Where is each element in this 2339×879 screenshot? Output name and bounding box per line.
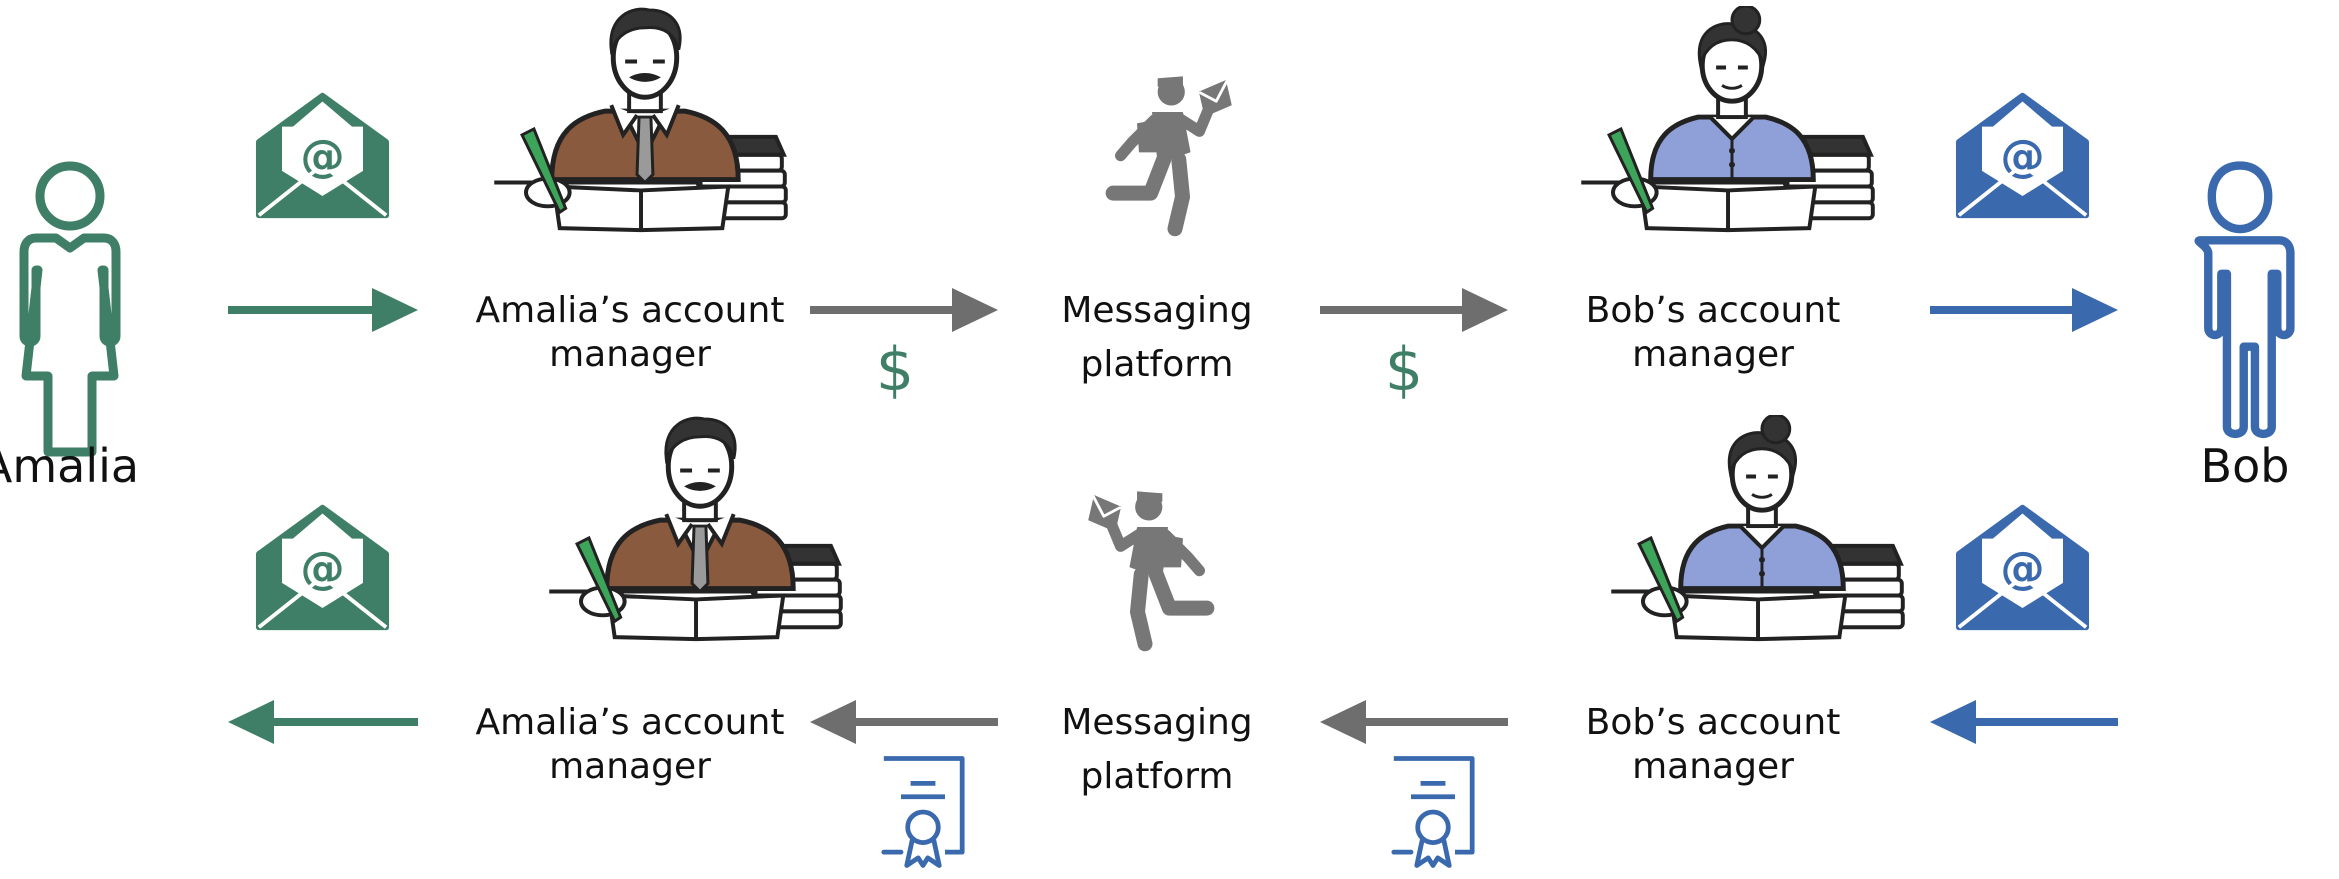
bottom-platform-label-line2: platform	[1081, 756, 1234, 797]
top-left-manager-label-line2: manager	[549, 334, 711, 375]
email-icon-top-left	[259, 96, 386, 216]
bottom-left-manager-label-line2: manager	[549, 746, 711, 787]
top-platform-label-line2: platform	[1081, 344, 1234, 385]
dollar-icon-2: $	[1385, 335, 1423, 405]
female-manager-icon-bottom	[1611, 415, 1903, 639]
receipt-icon-2	[1394, 758, 1472, 865]
female-manager-icon-top	[1581, 6, 1873, 230]
arrow-bob-to-manager	[1930, 700, 2118, 744]
dollar-icon-1: $	[876, 335, 914, 405]
arrow-manager-to-amalia	[228, 700, 418, 744]
courier-icon-bottom	[1089, 492, 1207, 644]
receipt-icon-1	[884, 758, 962, 865]
arrow-platform-to-bob-manager-top	[1320, 288, 1508, 332]
arrow-amalia-to-manager	[228, 288, 418, 332]
bottom-right-manager-label-line1: Bob’s account	[1586, 702, 1841, 743]
bottom-platform-label-line1: Messaging	[1061, 702, 1252, 743]
courier-icon-top	[1113, 77, 1231, 229]
amalia-label: Amalia	[0, 439, 139, 493]
email-icon-bottom-right	[1959, 508, 2086, 628]
bottom-left-manager-label-line1: Amalia’s account	[476, 702, 785, 743]
bob-label: Bob	[2201, 439, 2290, 493]
bob-person-icon	[2199, 166, 2291, 434]
top-platform-label-line1: Messaging	[1061, 290, 1252, 331]
bottom-right-manager-label-line2: manager	[1632, 746, 1794, 787]
top-right-manager-label-line1: Bob’s account	[1586, 290, 1841, 331]
arrow-manager-to-platform-top	[810, 288, 998, 332]
top-left-manager-label-line1: Amalia’s account	[476, 290, 785, 331]
arrow-platform-to-manager-bottom	[810, 700, 998, 744]
arrow-bob-manager-to-platform-bottom	[1320, 700, 1508, 744]
amalia-person-icon	[24, 166, 116, 452]
arrow-bob-manager-to-bob	[1930, 288, 2118, 332]
email-icon-top-right	[1959, 96, 2086, 216]
male-manager-icon-top	[494, 9, 786, 230]
male-manager-icon-bottom	[549, 418, 841, 639]
top-right-manager-label-line2: manager	[1632, 334, 1794, 375]
email-icon-bottom-left	[259, 508, 386, 628]
